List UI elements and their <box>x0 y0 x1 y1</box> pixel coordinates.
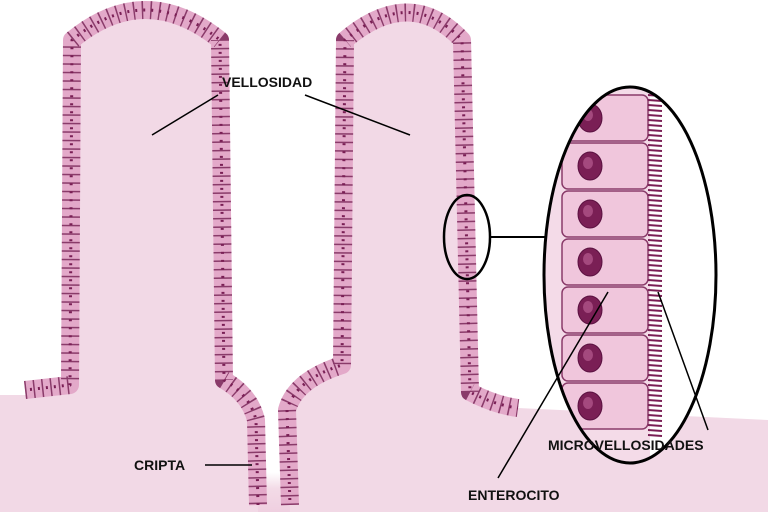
microvillus <box>647 409 663 412</box>
microvillus <box>647 389 663 392</box>
microvillus <box>647 354 663 357</box>
microvillus <box>647 199 663 202</box>
microvillus <box>647 189 663 192</box>
microvillus <box>647 399 663 402</box>
microvillus <box>647 434 663 437</box>
microvillus <box>647 149 663 152</box>
microvillus <box>647 229 663 232</box>
microvillus <box>647 104 663 107</box>
microvillus <box>647 194 663 197</box>
microvillus <box>647 429 663 432</box>
microvillus <box>647 384 663 387</box>
microvillus <box>647 239 663 242</box>
microvillus <box>647 424 663 427</box>
enterocyte-cell <box>561 94 649 142</box>
microvillus <box>647 364 663 367</box>
microvillus <box>647 159 663 162</box>
label-crypt: CRIPTA <box>134 457 186 473</box>
magnified-view-outline <box>542 85 718 465</box>
microvillus <box>647 119 663 122</box>
microvillus <box>647 279 663 282</box>
microvillus <box>647 359 663 362</box>
microvillus <box>647 269 663 272</box>
microvillus <box>647 289 663 292</box>
microvillus <box>647 169 663 172</box>
microvillus <box>647 314 663 317</box>
microvillus <box>647 129 663 132</box>
microvillus <box>647 134 663 137</box>
microvillus <box>647 414 663 417</box>
microvillus <box>647 309 663 312</box>
label-enterocyte: ENTEROCITO <box>468 487 560 503</box>
microvillus <box>647 254 663 257</box>
villus-right <box>287 12 768 512</box>
microvillus <box>647 219 663 222</box>
microvillus <box>647 284 663 287</box>
microvillus <box>647 349 663 352</box>
microvillus <box>647 329 663 332</box>
microvillus <box>647 244 663 247</box>
microvillus <box>647 319 663 322</box>
microvillus <box>647 339 663 342</box>
enterocyte-cell <box>561 334 649 382</box>
label-villus: VELLOSIDAD <box>222 74 313 90</box>
microvillus <box>647 174 663 177</box>
microvillus <box>647 139 663 142</box>
microvillus <box>647 334 663 337</box>
microvillus <box>647 234 663 237</box>
enterocyte-cell <box>561 142 649 190</box>
microvillus <box>647 379 663 382</box>
microvillus <box>647 99 663 102</box>
microvillus <box>647 369 663 372</box>
microvillus <box>647 164 663 167</box>
microvillus <box>647 109 663 112</box>
microvillus <box>647 114 663 117</box>
microvillus <box>647 184 663 187</box>
microvillus <box>647 404 663 407</box>
microvillus <box>647 154 663 157</box>
microvillus <box>647 249 663 252</box>
microvillus <box>647 204 663 207</box>
microvillus <box>648 85 662 86</box>
leader-lines <box>151 94 709 479</box>
microvillus <box>647 374 663 377</box>
villus-left <box>0 10 258 512</box>
microvillus <box>647 304 663 307</box>
microvillus <box>647 274 663 277</box>
microvillus <box>647 259 663 262</box>
microvillus <box>647 394 663 397</box>
microvillus <box>647 179 663 182</box>
enterocyte-cell <box>561 190 649 238</box>
microvillus <box>647 144 663 147</box>
microvillus <box>647 124 663 127</box>
microvillus <box>647 209 663 212</box>
microvillus <box>647 419 663 422</box>
enterocyte-cell <box>561 238 649 286</box>
microvillus <box>647 299 663 302</box>
microvillus <box>647 264 663 267</box>
epithelium <box>24 1 520 506</box>
enterocyte-cell <box>561 286 649 334</box>
microvillus <box>647 214 663 217</box>
microvillus <box>647 224 663 227</box>
label-microvilli: MICROVELLOSIDADES <box>548 437 704 453</box>
microvillus <box>647 324 663 327</box>
microvillus <box>647 344 663 347</box>
